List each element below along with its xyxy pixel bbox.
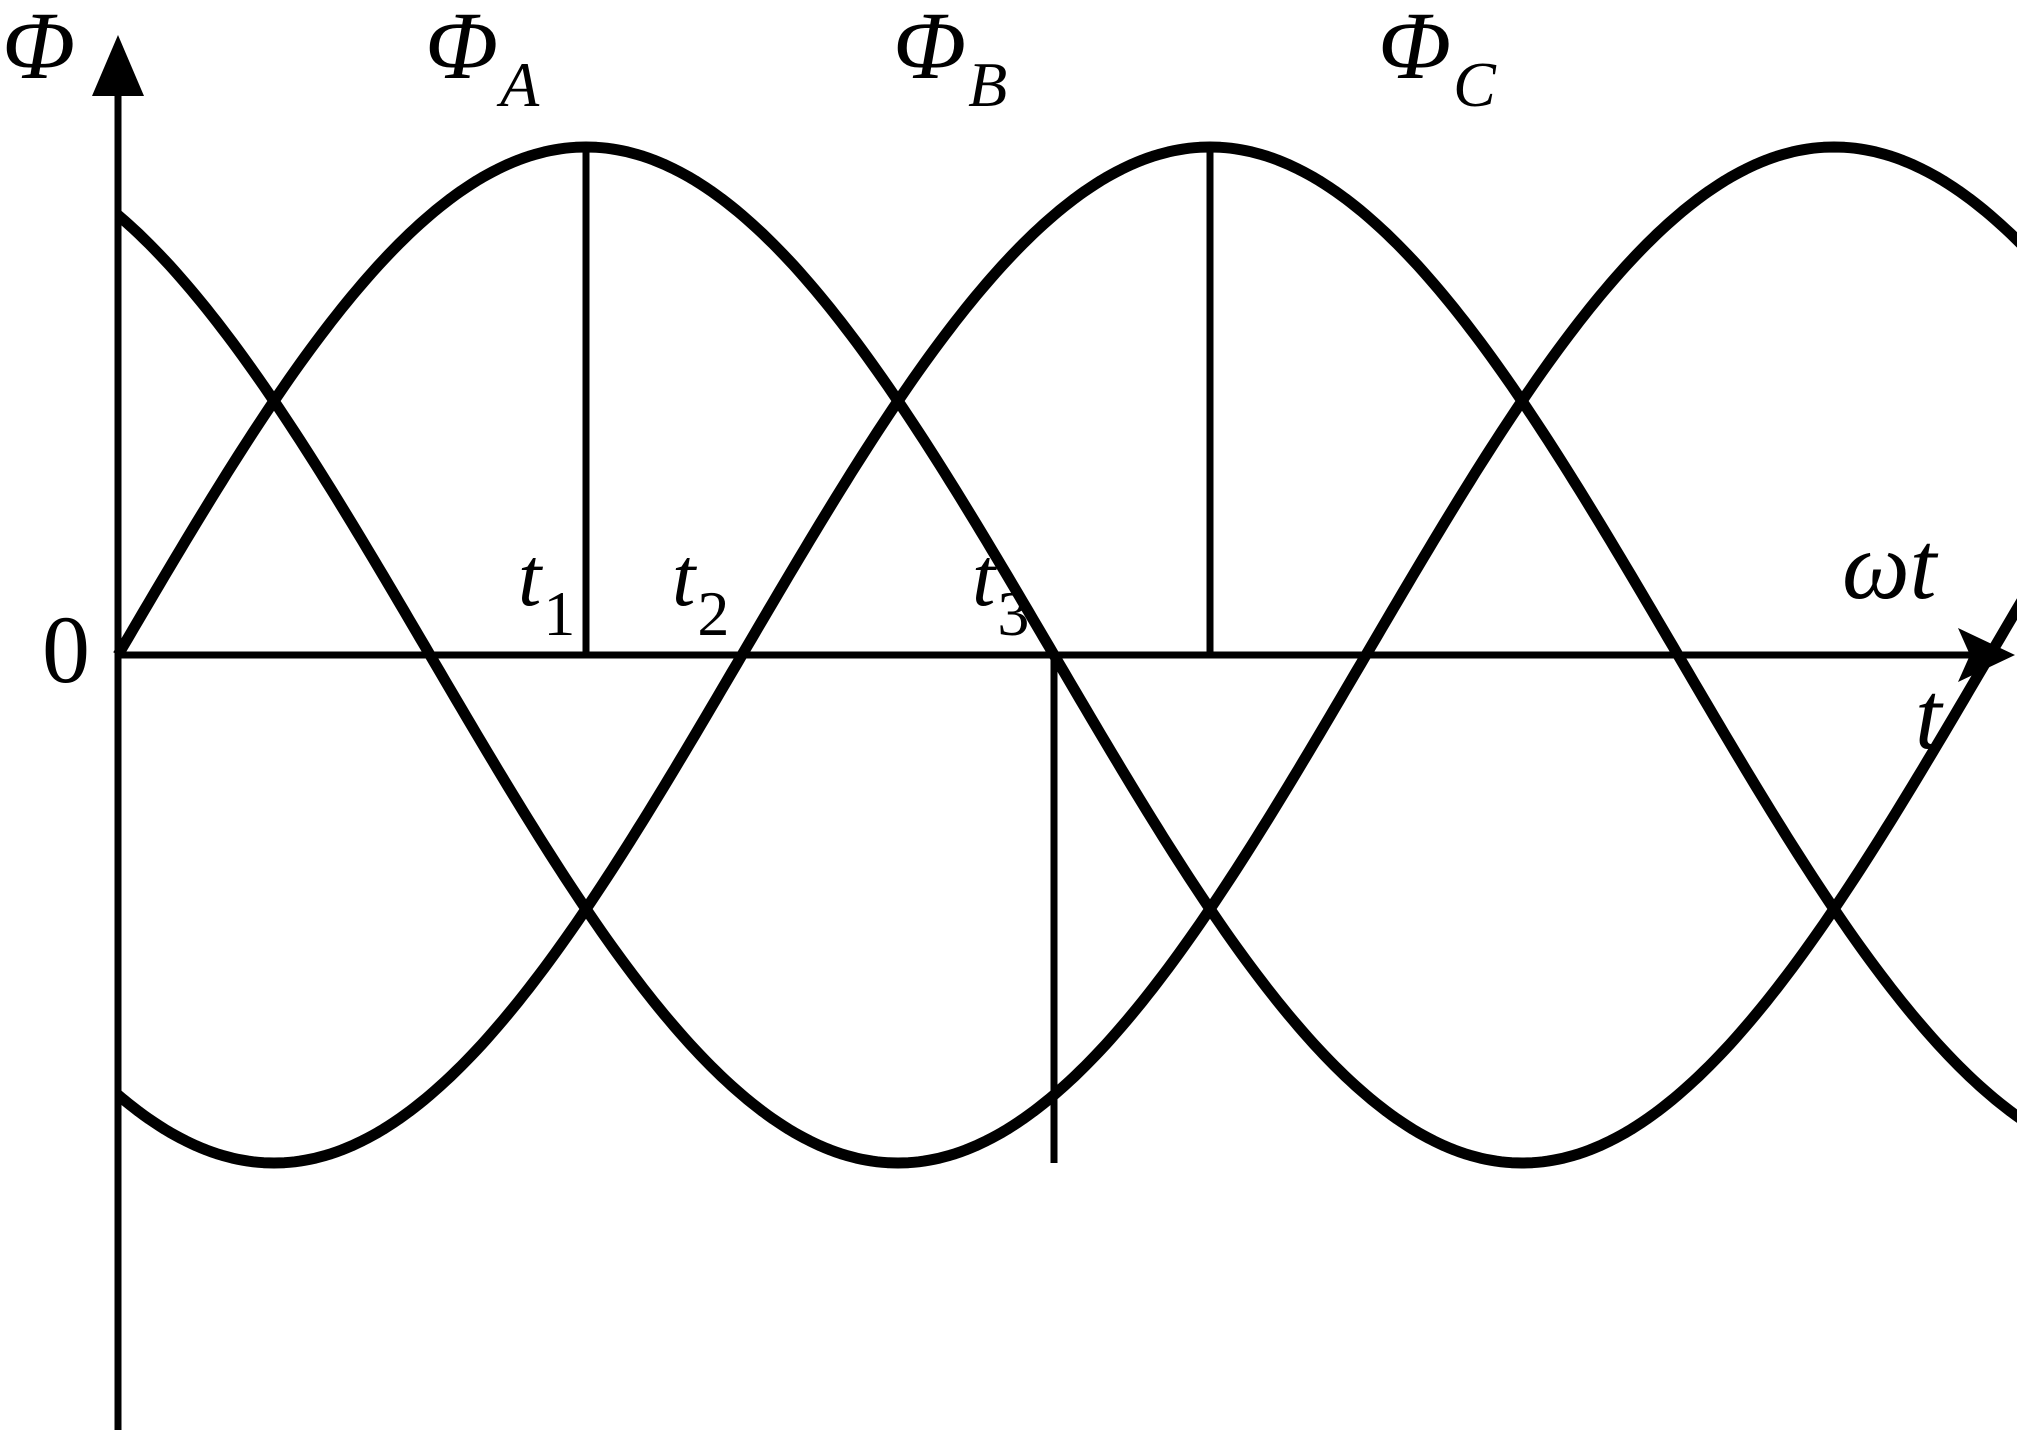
t1-label: t1 (518, 531, 575, 649)
t3-label: t3 (972, 531, 1029, 649)
y-axis-arrow (92, 35, 144, 96)
phase-a-label: ΦA (425, 0, 540, 120)
t2-label: t2 (672, 531, 729, 649)
phase-b-curve (114, 141, 2017, 1169)
phase-a-curve (113, 141, 2017, 1169)
phase-b-label: ΦB (893, 0, 1007, 120)
y-axis-label: Φ (2, 0, 75, 99)
origin-label: 0 (42, 596, 90, 703)
x-axis-label-omega-t: ωt (1842, 512, 1939, 619)
phase-c-curve (114, 141, 2017, 1169)
phase-c-label: ΦC (1378, 0, 1497, 120)
